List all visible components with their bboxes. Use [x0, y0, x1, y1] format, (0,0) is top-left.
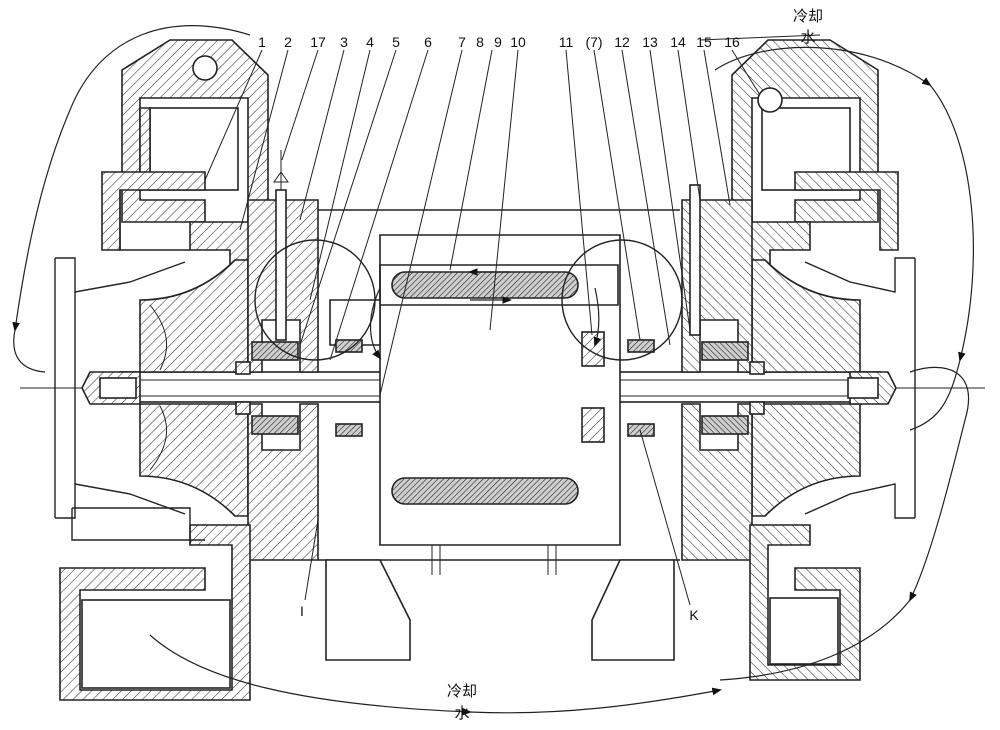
label-6: 6	[424, 34, 432, 50]
label-16: 16	[724, 34, 740, 50]
cooling-water-label-bottom: 冷却	[447, 682, 477, 700]
cooling-water-label-bottom-sub: 水	[454, 704, 469, 722]
left-impeller	[81, 259, 249, 517]
motor-housing	[318, 209, 680, 661]
label-15: 15	[696, 34, 712, 50]
label-8: 8	[476, 34, 484, 50]
part-number-labels: 1 2 17 3 4 5 6 7 8 9 10 11 (7) 12 13 14 …	[258, 34, 740, 623]
leader-lines	[204, 34, 821, 606]
label-7: 7	[458, 34, 466, 50]
label-4: 4	[366, 34, 374, 50]
label-10: 10	[510, 34, 526, 50]
label-14: 14	[670, 34, 686, 50]
label-12: 12	[614, 34, 630, 50]
label-7-repeat: (7)	[585, 34, 602, 50]
label-3: 3	[340, 34, 348, 50]
label-11: 11	[559, 34, 574, 50]
label-9: 9	[494, 34, 502, 50]
left-bearing-housing	[235, 150, 319, 561]
cooling-water-label-top: 冷却	[793, 7, 823, 25]
cooling-water-label-top-sub: 水	[800, 28, 815, 46]
cooling-flow-lines	[12, 25, 974, 716]
detail-label-I: I	[300, 603, 304, 619]
right-machine-half	[681, 39, 916, 681]
detail-label-K: K	[689, 607, 699, 623]
left-inlet	[54, 257, 186, 519]
left-volute-lower	[59, 507, 251, 701]
label-5: 5	[392, 34, 400, 50]
label-17: 17	[310, 34, 326, 50]
cooling-annotations: 冷却 水 冷却 水	[447, 7, 823, 722]
label-2: 2	[284, 34, 292, 50]
label-13: 13	[642, 34, 658, 50]
label-1: 1	[258, 34, 266, 50]
